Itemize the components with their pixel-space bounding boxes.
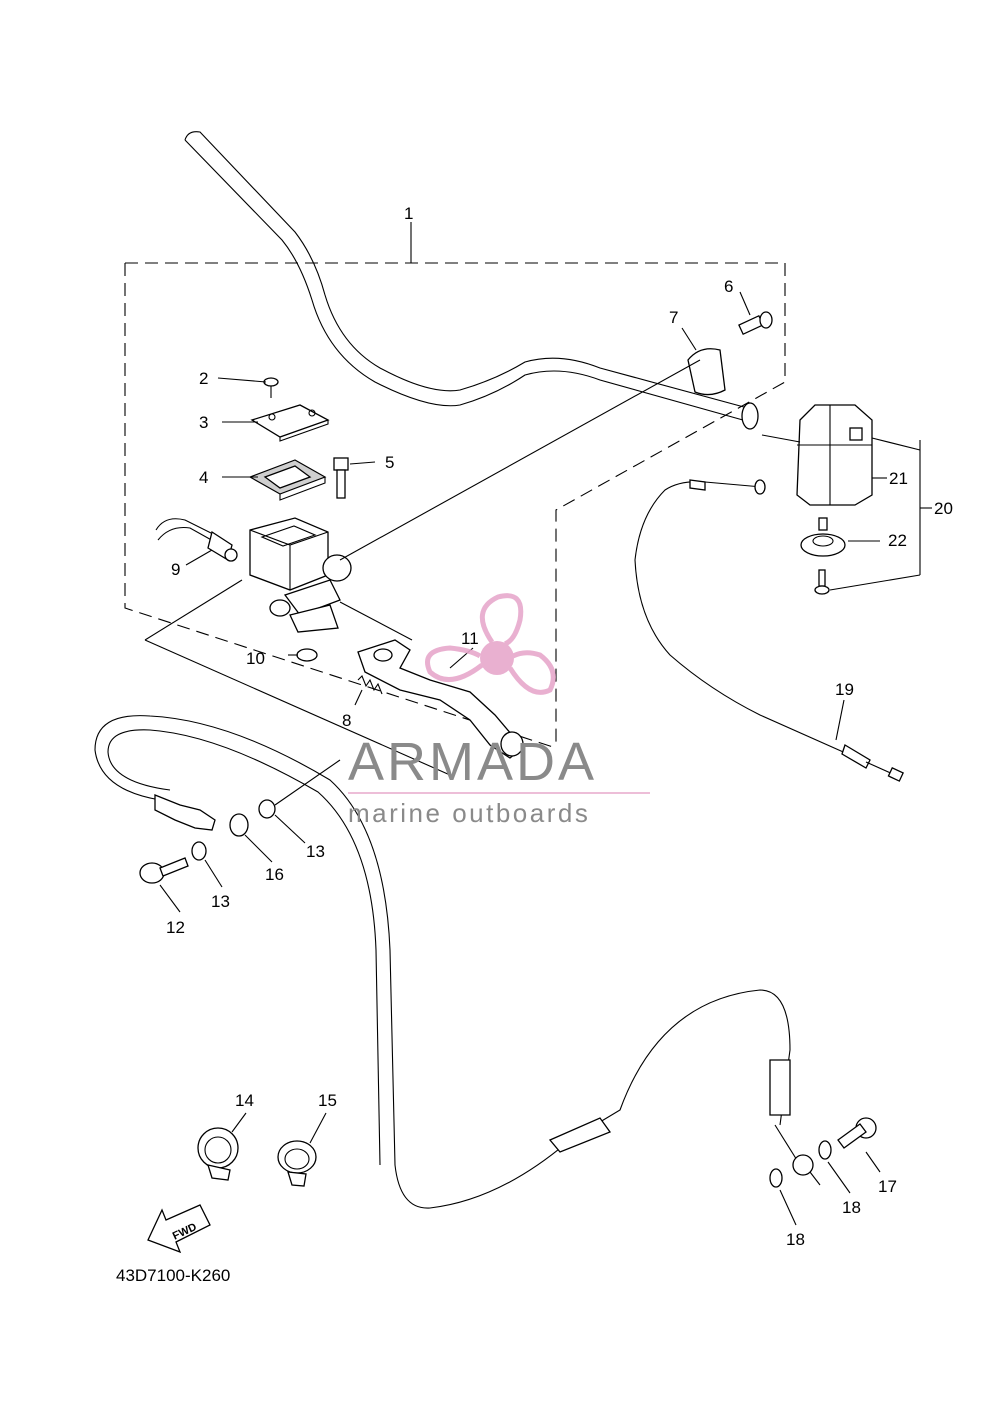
callout-12: 12 xyxy=(166,918,185,937)
callout-18b: 18 xyxy=(786,1230,805,1249)
callout-20: 20 xyxy=(934,499,953,518)
callout-21: 21 xyxy=(889,469,908,488)
callout-5: 5 xyxy=(385,453,394,472)
callout-numbers: 1 2 3 4 5 6 7 8 9 10 11 12 13 13 14 15 1… xyxy=(166,204,953,1249)
callout-2: 2 xyxy=(199,369,208,388)
callout-14: 14 xyxy=(235,1091,254,1110)
fwd-arrow-icon: FWD xyxy=(147,1204,211,1254)
master-cylinder xyxy=(249,517,352,633)
throttle-cable xyxy=(634,479,904,782)
watermark-tagline: marine outboards xyxy=(348,798,590,828)
diaphragm xyxy=(248,459,327,501)
washer-18a xyxy=(818,1140,832,1160)
diagram-code: 43D7100-K260 xyxy=(116,1266,230,1285)
callout-19: 19 xyxy=(835,680,854,699)
bracket-clamp xyxy=(687,311,773,396)
assembly-boundary xyxy=(124,262,786,749)
gasket-13a xyxy=(258,799,276,819)
callout-22: 22 xyxy=(888,531,907,550)
banjo-fitting-16 xyxy=(229,813,249,837)
callout-16: 16 xyxy=(265,865,284,884)
callout-8: 8 xyxy=(342,711,351,730)
watermark-brand: ARMADA xyxy=(348,732,597,792)
callout-1: 1 xyxy=(404,204,413,223)
callout-18a: 18 xyxy=(842,1198,861,1217)
callout-11: 11 xyxy=(461,629,479,648)
callout-9: 9 xyxy=(171,560,180,579)
callout-6: 6 xyxy=(724,277,733,296)
callout-7: 7 xyxy=(669,308,678,327)
callout-3: 3 xyxy=(199,413,208,432)
gasket-13b xyxy=(191,841,207,861)
callout-10: 10 xyxy=(246,649,265,668)
switch-grommet xyxy=(800,517,846,595)
callout-13a: 13 xyxy=(306,842,325,861)
leader-lines xyxy=(144,222,932,1226)
callout-15: 15 xyxy=(318,1091,337,1110)
spring xyxy=(357,675,383,695)
brake-switch xyxy=(155,518,238,562)
cap-screw xyxy=(263,377,279,398)
armada-logo xyxy=(425,593,556,695)
handlebar xyxy=(184,131,759,430)
hose-clamp-15 xyxy=(277,1140,317,1187)
callout-17: 17 xyxy=(878,1177,897,1196)
hose-clamp-14 xyxy=(197,1127,239,1181)
dust-cover xyxy=(296,648,318,662)
brake-lever xyxy=(357,639,524,759)
bolt-5 xyxy=(333,457,349,499)
reservoir-cap xyxy=(250,404,330,442)
union-bolt-17 xyxy=(837,1117,877,1149)
union-bolt-12 xyxy=(139,857,189,884)
callout-4: 4 xyxy=(199,468,208,487)
washer-18b xyxy=(769,1168,783,1188)
callout-13b: 13 xyxy=(211,892,230,911)
brake-hose xyxy=(94,715,821,1209)
handlebar-switch xyxy=(796,404,873,506)
